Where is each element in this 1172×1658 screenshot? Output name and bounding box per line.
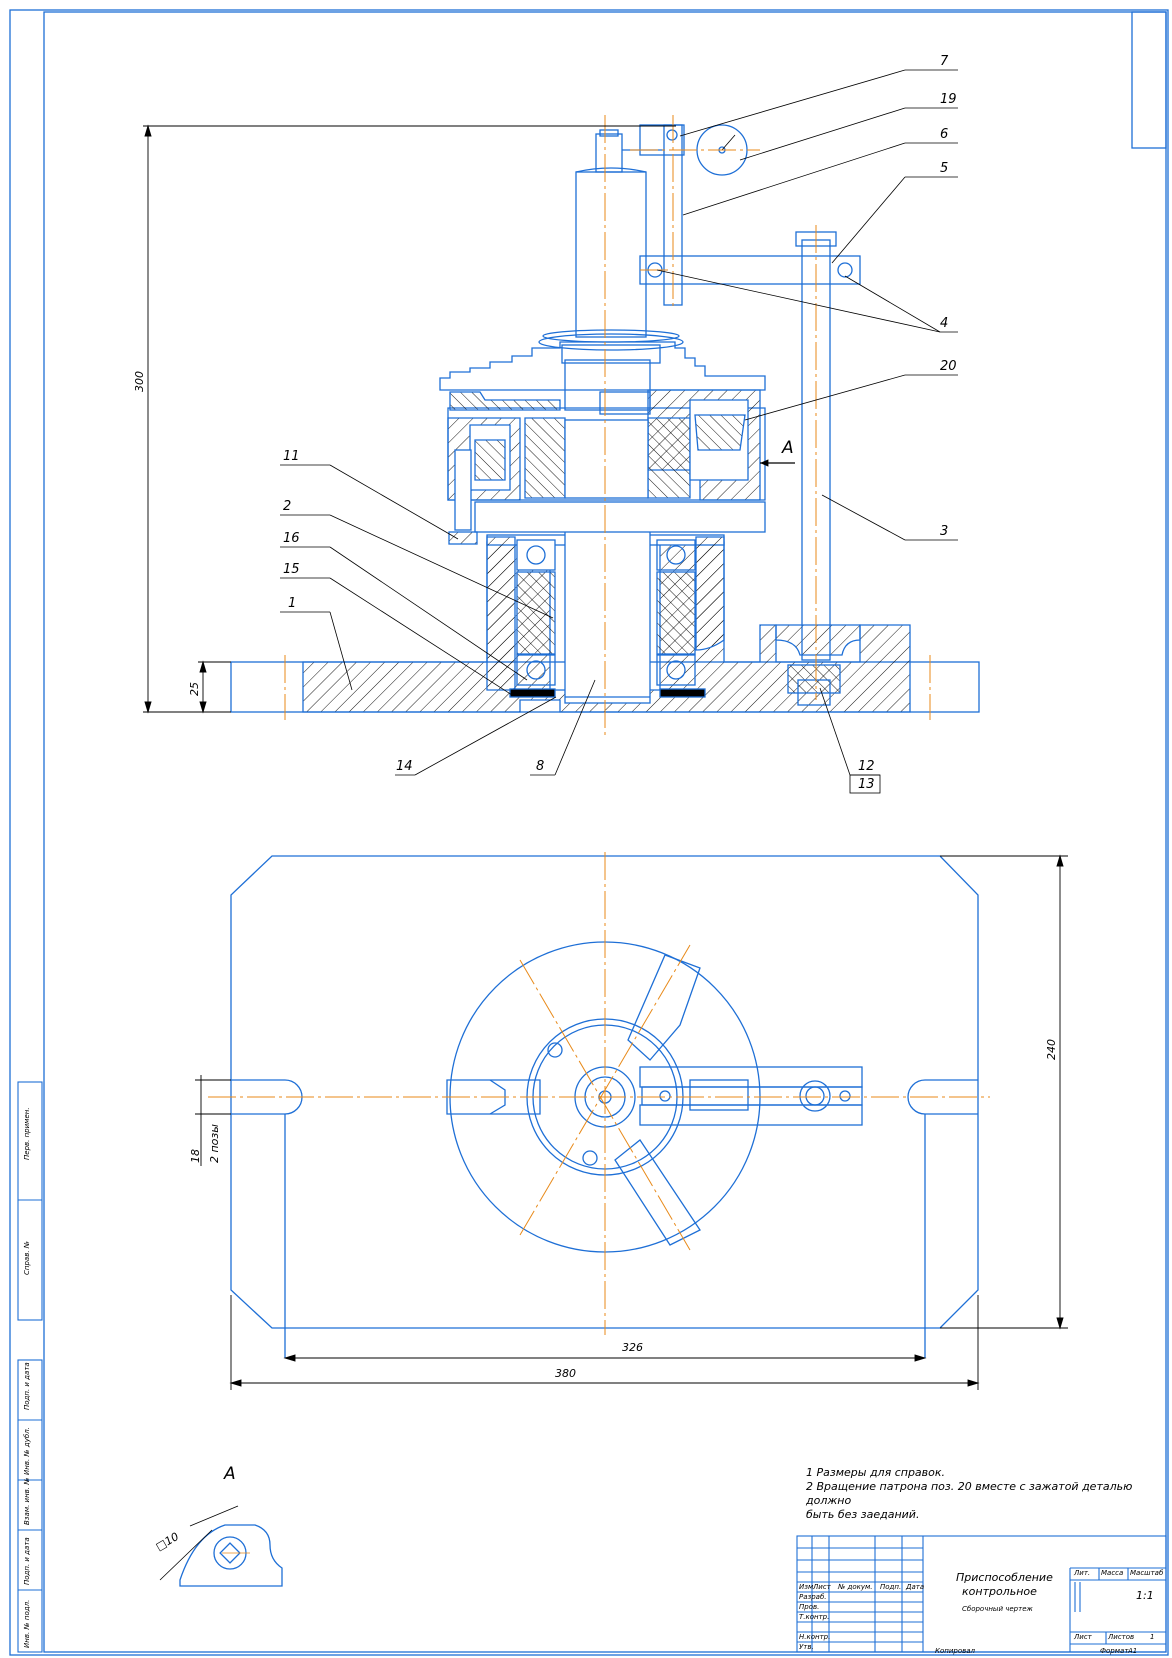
callout-20: 20 [940, 359, 957, 374]
note-3: быть без заеданий. [806, 1508, 920, 1521]
front-view [230, 124, 980, 713]
format-value: А1 [1128, 1647, 1138, 1655]
scale-value: 1:1 [1136, 1589, 1154, 1602]
stamp-podp-2: Подп. и дата [23, 1537, 31, 1585]
title-line2: контрольное [962, 1585, 1037, 1598]
callout-5: 4 [940, 316, 949, 331]
callout-15: 16 [283, 531, 300, 546]
callout-6: 5 [940, 161, 949, 176]
bearing-bottom-left [516, 654, 556, 686]
dim-depth: 240 [1045, 1039, 1058, 1060]
format-label: Формат [1100, 1647, 1129, 1655]
subtitle: Сборочный чертеж [962, 1605, 1033, 1613]
callout-11: 11 [283, 449, 300, 464]
col-date: Дата [906, 1583, 925, 1591]
view-a-dims [159, 1505, 250, 1581]
callout-1: 1 [288, 596, 297, 611]
side-stamp [17, 1081, 43, 1653]
leader-lines [280, 69, 958, 794]
callout-7: 6 [940, 127, 949, 142]
axis-lines-plan [208, 852, 990, 1335]
row-tkontr: Т.контр. [799, 1613, 830, 1621]
dim-slot-pos: 2 позы [208, 1124, 221, 1163]
dim-slot: 18 [189, 1149, 202, 1163]
sheet-frame [9, 9, 1169, 1656]
callout-19: 19 [940, 92, 957, 107]
technical-notes: 1 Размеры для справок. 2 Вращение патрон… [806, 1466, 1172, 1522]
sheet-label: Лист [1074, 1633, 1092, 1641]
plan-dimensions [195, 854, 1068, 1390]
row-utv: Утв. [799, 1643, 814, 1651]
bearing-bottom-right [656, 654, 696, 686]
view-a-title: A [224, 1464, 236, 1484]
note-1: 1 Размеры для справок. [806, 1466, 946, 1479]
row-nkontr: Н.контр. [799, 1633, 831, 1641]
dim-base: 25 [188, 682, 201, 696]
dim-slot-span: 326 [622, 1341, 643, 1354]
lit-label: Лит. [1074, 1569, 1091, 1577]
callout-13: 14 [396, 759, 413, 774]
stamp-inv-dubl: Инв. № дубл. [23, 1427, 31, 1475]
row-razrab: Разраб. [799, 1593, 827, 1601]
stamp-sprav: Справ. № [23, 1240, 31, 1275]
stamp-podp-1: Подп. и дата [23, 1362, 31, 1410]
stamp-vzam: Взам. инв. № [23, 1477, 31, 1525]
title-block [796, 1535, 1167, 1653]
axis-lines-front [284, 115, 931, 735]
callout-8: 7 [940, 54, 949, 69]
col-sign: Подп. [880, 1583, 902, 1591]
col-list: Лист [813, 1583, 831, 1591]
title-line1: Приспособление [956, 1571, 1053, 1584]
bearing-top-left [516, 539, 556, 571]
callout-12: 12 [858, 759, 875, 774]
copied-label: Копировал [935, 1647, 975, 1655]
sheets-label: Листов [1108, 1633, 1135, 1641]
stamp-inv-podl: Инв. № подл. [23, 1599, 31, 1648]
callout-2: 2 [283, 499, 292, 514]
callout-16: 13 [858, 777, 875, 792]
scale-label: Масштаб [1130, 1569, 1164, 1577]
callout-3: 8 [536, 759, 545, 774]
mass-label: Масса [1101, 1569, 1124, 1577]
view-arrow-label: A [782, 438, 794, 458]
stamp-perv-primen: Перв. примен. [23, 1107, 31, 1160]
row-prov: Пров. [799, 1603, 820, 1611]
bearing-top-right [656, 539, 696, 571]
col-doc: № докум. [838, 1583, 873, 1591]
note-2: 2 Вращение патрона поз. 20 вместе с зажа… [806, 1480, 1133, 1507]
callout-14: 15 [283, 562, 300, 577]
callout-4: 3 [940, 524, 949, 539]
sheets-value: 1 [1150, 1633, 1155, 1641]
view-a-detail [179, 1524, 283, 1587]
dim-width-total: 380 [555, 1367, 576, 1380]
front-dimensions [143, 124, 676, 714]
col-izm: Изм [799, 1583, 814, 1591]
dim-height: 300 [133, 371, 146, 392]
